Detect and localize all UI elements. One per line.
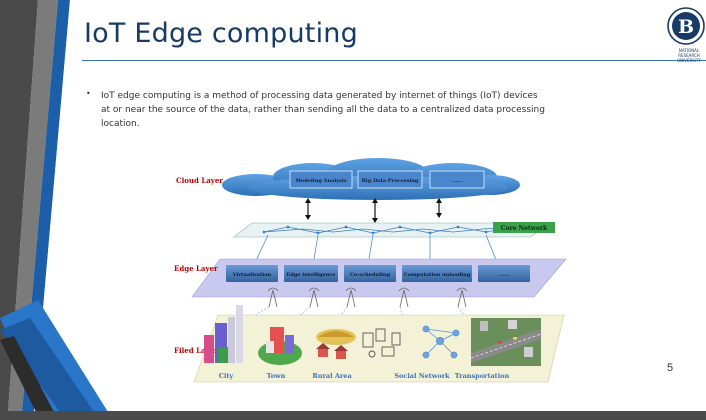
cloud-box-more [429,170,485,189]
hse-logo: B [667,7,705,45]
antenna-icon [345,287,357,308]
edge-box-coscheduling-label: Co-scheduling [350,272,391,278]
core-network-plane [233,222,554,238]
field-label-transport: Transportation [455,372,510,380]
cloud-box-more-label: ...... [452,178,463,184]
slide-title: IoT Edge computing [84,18,358,49]
town-icon [258,327,302,365]
cloud-box-bigdata [357,170,423,189]
edge-box-more-label: ...... [499,272,510,278]
antenna-icon [308,287,320,308]
page-number: 5 [667,362,674,374]
cloud-box-bigdata-label: Big Data Processing [362,178,419,184]
antenna-icons [267,287,468,308]
cloud-layer-label: Cloud Layer [176,176,223,185]
cloud-box-modeling-label: Modeling Analysis [295,178,346,184]
edge-layer-label: Edge Layer [174,264,218,273]
logo-monogram: B [678,16,694,38]
core-network-label: Core Network [501,225,548,232]
edge-box-intelligence-label: Edge intelligence [287,272,336,278]
title-underline [82,60,706,61]
edge-box-unloading-label: Computation unloading [404,272,471,278]
bullet-dot: • [86,89,91,98]
antenna-icon [398,287,410,308]
field-layer-label: Filed Layer [174,346,218,355]
transportation-icon [470,318,542,366]
edge-box-virtualization [226,265,278,282]
core-network-nodes [262,225,515,235]
edge-box-virtualization-label: Virtualization [232,272,272,278]
edge-box-more [478,265,530,282]
cloud-core-arrows [305,198,442,223]
left-decoration [0,0,108,412]
edge-box-unloading [402,265,472,282]
field-label-social: Social Network [394,372,450,380]
bottom-bar [0,411,706,420]
antenna-icon [267,287,279,308]
field-label-town: Town [267,372,286,380]
edge-box-coscheduling [344,265,396,282]
iot-edge-diagram: Cloud Layer Modeling Analysis Big Data P… [174,158,567,383]
city-icon [204,305,243,363]
core-network-badge [493,222,555,233]
cloud-box-modeling [289,170,353,189]
field-label-rural: Rural Area [312,372,352,380]
rural-icon [316,329,356,359]
bullet-text: IoT edge computing is a method of proces… [101,91,545,129]
devices-icon [362,328,401,358]
edge-box-intelligence [284,265,338,282]
antenna-icon [456,287,468,308]
social-network-icon [422,325,460,359]
logo-caption: NATIONAL RESEARCH UNIVERSITY [677,48,701,63]
core-network-mesh [263,226,514,234]
field-label-city: City [219,372,234,380]
